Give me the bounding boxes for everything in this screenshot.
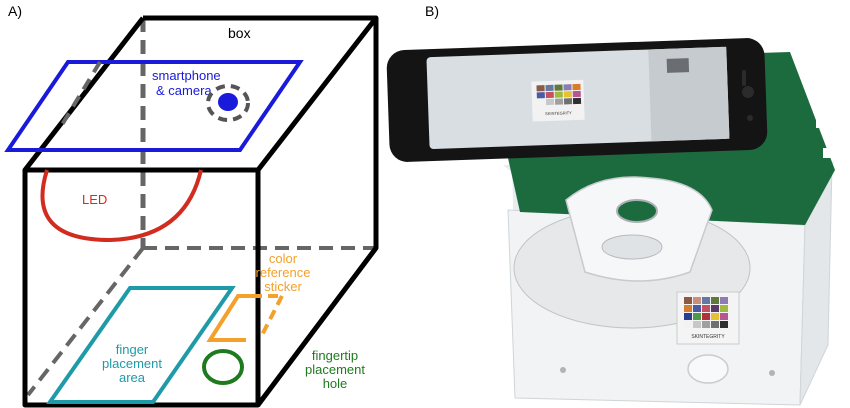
finger-area-label-line2: placement <box>102 356 162 371</box>
fingertip-hole-label-line2: placement <box>305 362 365 377</box>
camera-lens-dot <box>218 93 238 111</box>
screen-preview-side-panel <box>648 46 730 142</box>
screen-preview-brand-text: SKINTEGRITY <box>545 110 572 116</box>
smartphone-label-line2: & camera <box>156 83 212 98</box>
led-arc <box>40 169 203 243</box>
smartphone-dashed-extension <box>58 60 102 130</box>
panel-b-label: B) <box>425 3 439 19</box>
panel-a-diagram: A) box smartphone & camera LED color ref… <box>4 3 379 408</box>
screen-preview-thumbnail <box>666 58 690 73</box>
box-hidden-bottom-edge <box>26 246 145 397</box>
finger-area-label-line1: finger <box>116 342 149 357</box>
panel-a-label: A) <box>8 3 22 19</box>
holder-camera-hole <box>616 199 658 223</box>
color-sticker-label-line2: reference <box>256 265 311 280</box>
phone-front-camera <box>742 86 754 98</box>
color-sticker-outline <box>206 294 252 342</box>
box-tab-notches <box>798 60 831 158</box>
led-label: LED <box>82 192 107 207</box>
box-label: box <box>228 25 251 41</box>
front-screw-hole-right <box>769 370 775 376</box>
phone-sensor <box>747 115 753 121</box>
color-sticker-brand-text: SKINTEGRITY <box>691 334 725 340</box>
front-hole <box>687 354 729 384</box>
screen-preview-patches <box>536 83 582 106</box>
color-sticker-dashed-side <box>260 295 284 336</box>
front-screw-hole-left <box>560 367 566 373</box>
finger-placement-area <box>46 286 236 404</box>
camera-dashed-ring <box>206 84 250 122</box>
color-sticker-label-line3: sticker <box>264 279 302 294</box>
panel-b-photo: B) SKINTEGRITY <box>386 3 835 406</box>
phone-speaker <box>742 70 746 86</box>
smartphone-label-line1: smartphone <box>152 68 221 83</box>
fingertip-hole-label-line3: hole <box>323 376 348 391</box>
fingertip-hole-label-line1: fingertip <box>312 348 358 363</box>
color-sticker-patches <box>684 297 728 328</box>
color-sticker-label-line1: color <box>269 251 298 266</box>
holder-finger-slot <box>601 234 663 260</box>
fingertip-hole <box>202 349 244 385</box>
box-outline <box>22 15 379 408</box>
holder-clip <box>565 176 713 282</box>
smartphone-plane <box>4 60 304 152</box>
finger-area-label-line3: area <box>119 370 146 385</box>
